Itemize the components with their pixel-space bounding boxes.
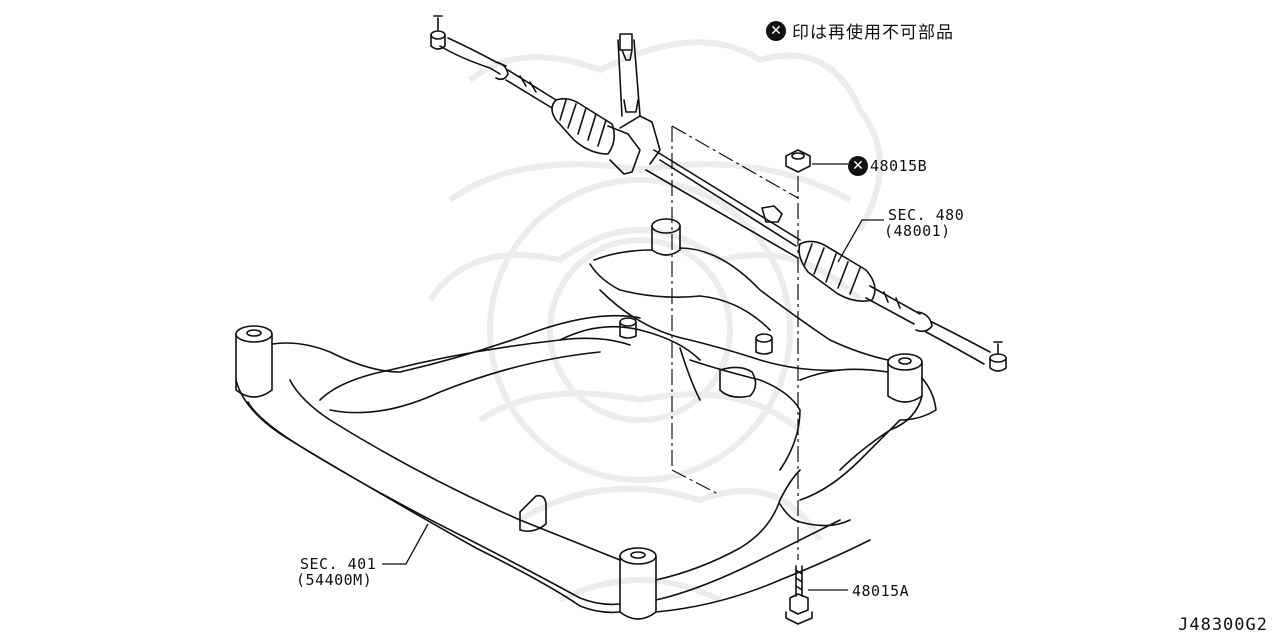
x-circle-icon: ✕ (766, 20, 786, 41)
callout-gear-sec: SEC. 480 (888, 206, 965, 224)
part-number-48015B: 48015B (870, 157, 928, 175)
diagram-code: J48300G2 (1178, 615, 1268, 635)
nut-48015B (785, 149, 811, 173)
callout-gear-sub: (48001) (884, 222, 951, 240)
callout-nut: ✕ 48015B (848, 156, 927, 176)
assembly-lines (671, 125, 799, 560)
legend-text: 印は再使用不可部品 (792, 23, 954, 43)
line-art (235, 15, 1007, 625)
suspension-member (235, 218, 937, 620)
part-number-48015A: 48015A (852, 582, 910, 600)
leader-lines (382, 163, 884, 591)
watermark-crest (427, 39, 883, 603)
x-circle-icon: ✕ (848, 156, 868, 176)
legend: ✕ 印は再使用不可部品 (766, 18, 954, 43)
steering-gear-assembly (430, 15, 1007, 372)
bolt-48015A (785, 565, 813, 625)
callout-member-sub: (54400M) (296, 571, 373, 589)
callout-member-sec: SEC. 401 (300, 555, 377, 573)
